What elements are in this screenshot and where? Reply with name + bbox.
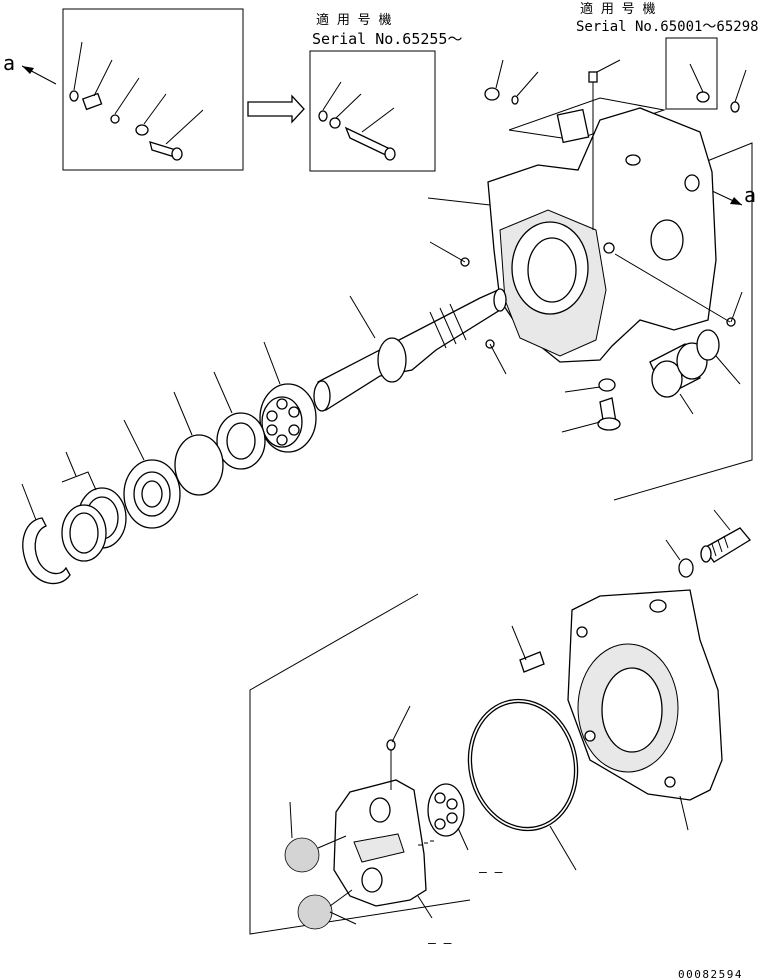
- pump-housing: [427, 59, 753, 501]
- dowel-pin: [511, 625, 545, 673]
- plug-group: [561, 378, 621, 433]
- snap-ring: [21, 483, 71, 585]
- pump-serial-range: Serial No.65001～65298: [576, 19, 759, 35]
- view-label-a-left: a: [3, 51, 15, 75]
- bolt-washer: [665, 509, 751, 578]
- spacer-ring: [213, 371, 266, 470]
- seal-carrier: [123, 419, 181, 529]
- view-arrow-a-left: a: [3, 51, 57, 85]
- view-label-a-right: a: [744, 183, 756, 207]
- sleeve-oring-group: [649, 329, 741, 415]
- inset-applicability-jp: 適 用 号 機: [316, 12, 391, 28]
- oil-seal-pair: [61, 451, 127, 562]
- minor-mark-2: – –: [428, 936, 452, 951]
- valve-plate-block: [333, 705, 434, 919]
- drive-shaft: [313, 288, 507, 412]
- pump-serial-note: 適 用 号 機 Serial No.65001～65298: [576, 1, 759, 113]
- minor-mark-1: – –: [479, 865, 503, 880]
- o-ring-upper: [173, 391, 224, 496]
- document-code: 00082594: [678, 968, 743, 980]
- o-ring-large: [467, 698, 579, 871]
- reference-circles: [284, 801, 357, 930]
- bearing-upper: [259, 341, 317, 453]
- inset-box-left: [62, 8, 244, 171]
- transition-arrow: [247, 94, 305, 124]
- end-cover: [567, 589, 723, 831]
- bearing-lower: [427, 783, 469, 851]
- inset-box-right: 適 用 号 機 Serial No.65255～: [309, 12, 462, 172]
- view-arrow-a-right: a: [709, 183, 756, 207]
- pump-applicability-jp: 適 用 号 機: [580, 1, 655, 17]
- lower-frame: [249, 593, 471, 935]
- inset-serial-range: Serial No.65255～: [312, 30, 462, 48]
